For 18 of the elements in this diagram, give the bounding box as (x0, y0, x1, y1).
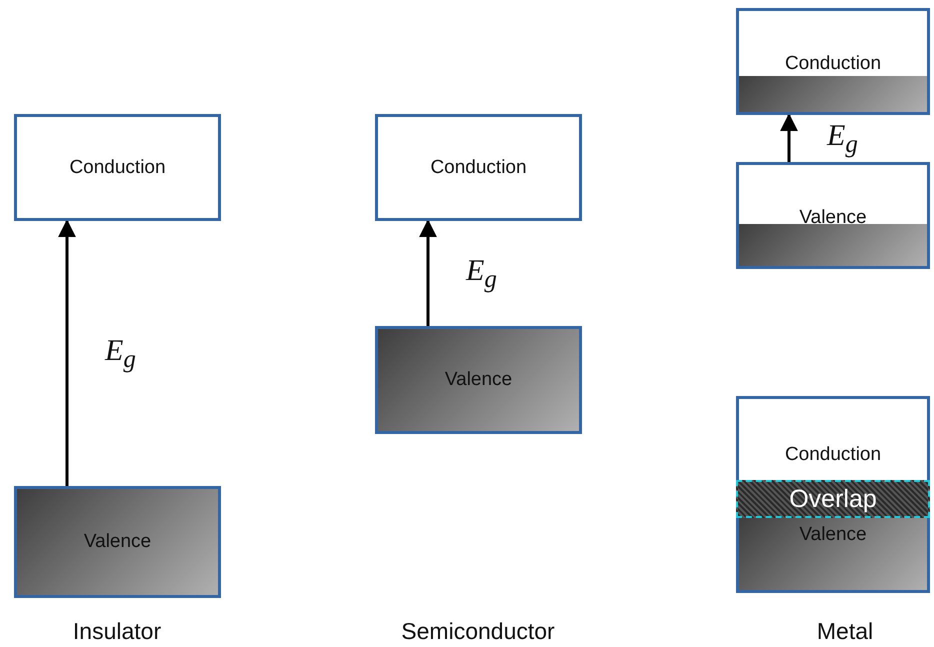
edge-label: E$_{g}$ (466, 254, 497, 294)
edge-label: E$_{g}$ (827, 118, 858, 158)
arrow (780, 113, 798, 162)
conduction-band-box: Conduction (375, 114, 582, 221)
overlap-band: Overlap (736, 480, 930, 518)
conduction-band-box: Conduction (14, 114, 221, 221)
conduction-band-box: Conduction (736, 8, 930, 115)
arrow (58, 219, 76, 486)
conduction-band-region: Conduction (736, 396, 930, 482)
material-label: Insulator (72, 618, 162, 645)
material-label: Metal (816, 618, 874, 645)
edge-label: E$_{g}$ (105, 334, 136, 374)
material-label: Semiconductor (401, 618, 555, 645)
valence-band-box: Valence (14, 486, 221, 598)
valence-band-box: Valence (375, 326, 582, 434)
valence-band-region: Valence (736, 518, 930, 593)
arrow (419, 219, 437, 326)
valence-band-box: Valence (736, 162, 930, 269)
